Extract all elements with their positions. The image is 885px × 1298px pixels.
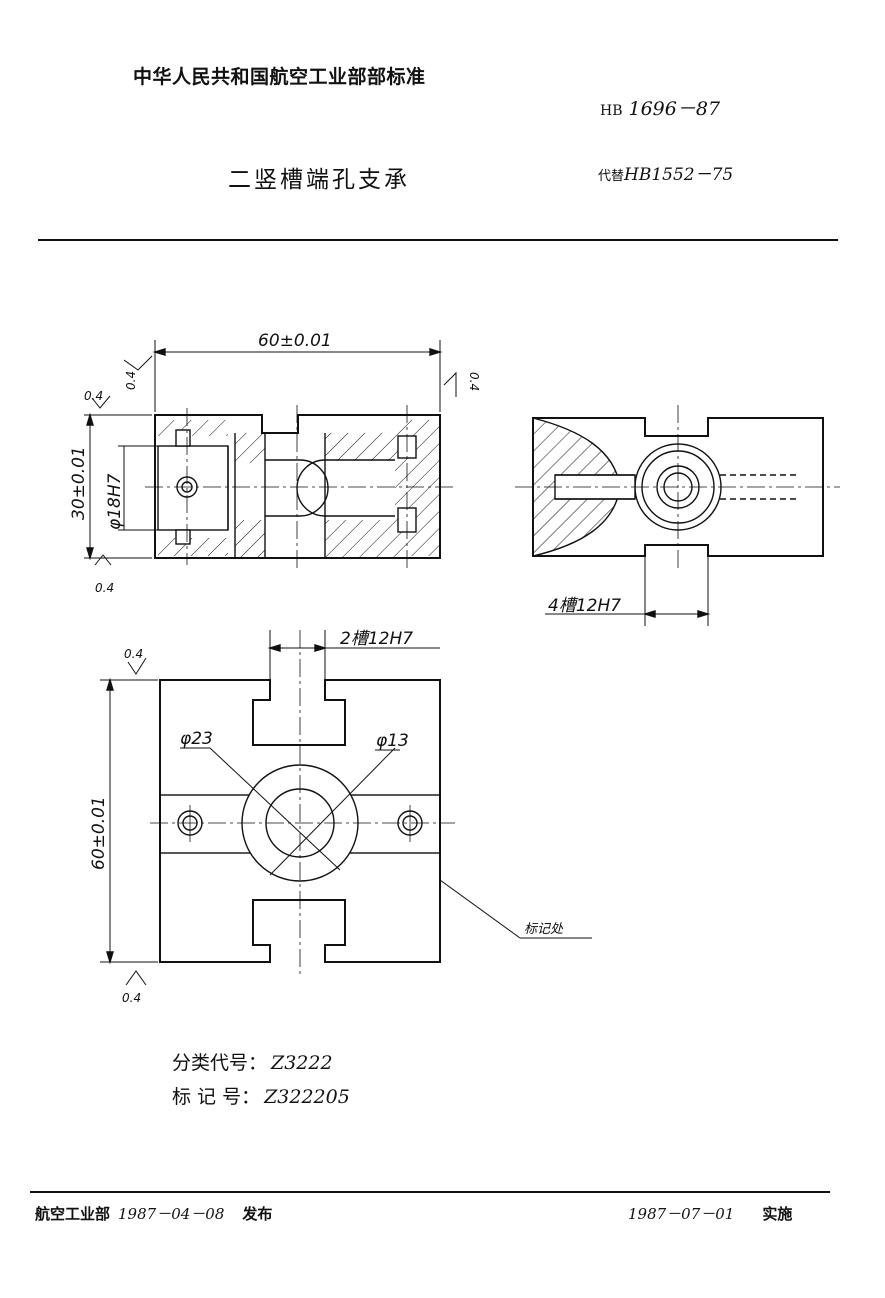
roughness-front-left: 0.4 <box>84 389 103 403</box>
top-view <box>100 630 592 986</box>
roughness-front-top: 0.4 <box>124 371 138 390</box>
effective-label: 实施 <box>762 1205 793 1223</box>
effective-info: 1987－07－01 实施 <box>628 1203 792 1224</box>
category-row: 分类代号：Z3222 <box>172 1046 350 1080</box>
roughness-front-bottom: 0.4 <box>95 581 114 595</box>
bore-dimension: φ18H7 <box>105 473 125 530</box>
document-title: 二竖槽端孔支承 <box>228 167 410 193</box>
issue-date: 1987－04－08 <box>118 1205 225 1223</box>
mark-number-row: 标 记 号：Z322205 <box>172 1080 350 1114</box>
category-value: Z3222 <box>271 1052 333 1074</box>
standard-code-prefix: HB <box>600 103 623 119</box>
top-slot-dimension: 2槽12H7 <box>340 629 413 649</box>
roughness-front-right: 0.4 <box>467 372 481 391</box>
side-view <box>515 405 840 626</box>
category-label: 分类代号： <box>172 1052 268 1074</box>
footer-rule <box>30 1191 830 1193</box>
front-section-view <box>84 340 457 570</box>
standard-organization: 中华人民共和国航空工业部部标准 <box>133 66 426 88</box>
replaces-code: HB1552－75 <box>624 165 734 185</box>
roughness-top-left: 0.4 <box>124 647 143 661</box>
marking-location-label: 标记处 <box>524 922 564 937</box>
top-height-dimension: 60±0.01 <box>89 796 109 870</box>
mark-number-value: Z322205 <box>264 1086 350 1108</box>
issue-info: 航空工业部 1987－04－08 发布 <box>35 1203 272 1224</box>
front-width-dimension: 60±0.01 <box>258 331 332 351</box>
header-rule <box>38 239 838 241</box>
side-slot-dimension: 4槽12H7 <box>548 596 621 616</box>
outer-diameter-dimension: φ23 <box>180 729 213 749</box>
inner-diameter-dimension: φ13 <box>376 731 409 751</box>
replaces-standard: 代替HB1552－75 <box>598 160 733 185</box>
roughness-top-bottom: 0.4 <box>122 991 141 1005</box>
standard-code-number: 1696－87 <box>628 98 721 120</box>
effective-date: 1987－07－01 <box>628 1205 735 1223</box>
front-height-dimension: 30±0.01 <box>69 446 89 520</box>
mark-number-label: 标 记 号： <box>172 1086 261 1108</box>
classification-block: 分类代号：Z3222 标 记 号：Z322205 <box>172 1046 350 1114</box>
replaces-prefix: 代替 <box>598 169 625 184</box>
standard-code: HB 1696－87 <box>600 94 720 121</box>
issue-label: 发布 <box>242 1205 273 1223</box>
issuer: 航空工业部 <box>35 1205 111 1223</box>
